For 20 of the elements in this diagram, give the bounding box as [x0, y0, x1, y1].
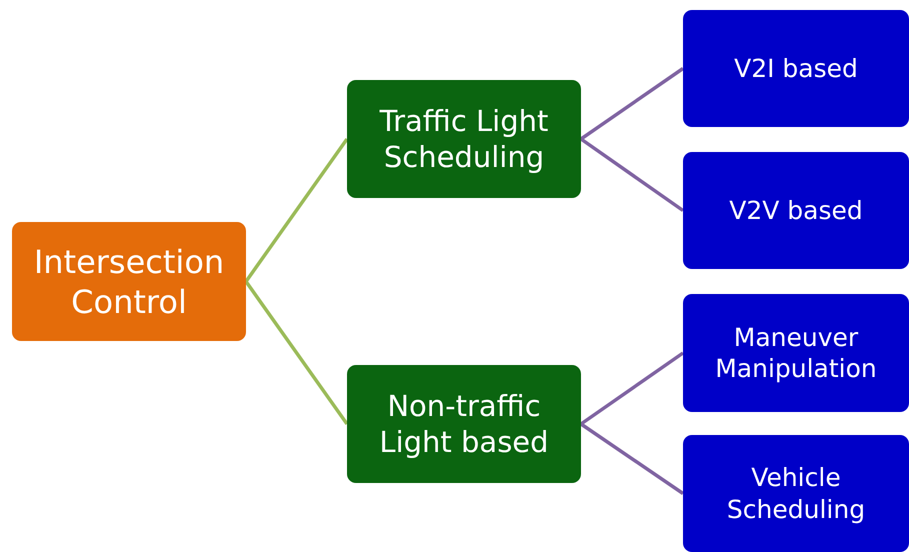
category-label: Intersection Control	[32, 242, 226, 322]
connector-line	[244, 138, 348, 283]
category-label: Traffic Light Scheduling	[378, 102, 550, 176]
category-box	[12, 222, 246, 341]
category-label: Maneuver Manipulation	[714, 322, 878, 384]
connector-line	[580, 422, 684, 495]
category-box	[347, 365, 581, 483]
category-box	[683, 294, 909, 412]
category-label: Vehicle Scheduling	[726, 462, 866, 525]
category-label: Non-traffic Light based	[378, 388, 550, 460]
connector-line	[244, 280, 348, 426]
category-box	[683, 152, 909, 269]
category-box	[347, 80, 581, 198]
connector-line	[580, 138, 684, 212]
connector-line	[580, 352, 684, 426]
category-box	[683, 10, 909, 127]
category-label: V2I based	[734, 52, 858, 84]
category-label: V2V based	[729, 194, 863, 226]
category-box	[683, 435, 909, 552]
connector-line	[580, 67, 684, 140]
